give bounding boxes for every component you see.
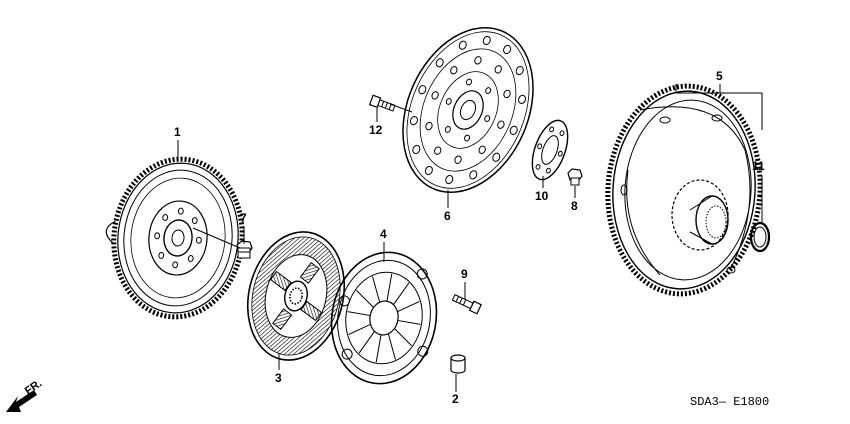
hole bbox=[445, 98, 452, 105]
hole bbox=[482, 35, 491, 46]
backing-plate[interactable] bbox=[525, 116, 574, 185]
drive-plate-bolt[interactable] bbox=[368, 94, 396, 113]
hole bbox=[154, 232, 161, 240]
hole bbox=[465, 78, 472, 86]
diaphragm-finger bbox=[347, 311, 371, 317]
hole bbox=[559, 130, 565, 137]
collar[interactable] bbox=[450, 354, 466, 374]
hole bbox=[485, 87, 492, 94]
hole bbox=[464, 134, 471, 142]
diaphragm-finger bbox=[355, 289, 374, 308]
diaphragm-finger bbox=[387, 333, 396, 360]
callout-5: 5 bbox=[716, 69, 723, 83]
diaphragm-finger bbox=[358, 330, 375, 354]
diaphragm-finger bbox=[372, 276, 381, 303]
hole bbox=[424, 165, 433, 176]
callout-11: 11 bbox=[752, 159, 765, 173]
callout-labels: 1 7 3 4 9 2 6 12 10 8 5 11 bbox=[174, 69, 765, 406]
hole bbox=[431, 91, 439, 100]
hole bbox=[454, 155, 462, 164]
leader-lines bbox=[177, 84, 763, 392]
diaphragm-finger bbox=[397, 319, 421, 325]
hole bbox=[445, 174, 454, 185]
hole bbox=[509, 125, 518, 135]
hole bbox=[484, 115, 491, 122]
hole bbox=[195, 236, 202, 244]
diagram-code: SDA3— E1800 bbox=[690, 395, 769, 409]
callout-9: 9 bbox=[461, 267, 468, 281]
callout-12: 12 bbox=[369, 123, 383, 137]
diaphragm-finger bbox=[393, 282, 410, 306]
hole bbox=[535, 163, 541, 170]
callout-4: 4 bbox=[380, 227, 387, 241]
hole bbox=[187, 255, 194, 263]
clutch-disc[interactable] bbox=[235, 222, 358, 371]
callout-6: 6 bbox=[444, 209, 451, 223]
hole bbox=[458, 40, 467, 50]
callout-1: 1 bbox=[174, 125, 181, 139]
hole bbox=[177, 207, 184, 215]
hole bbox=[503, 89, 511, 99]
hole bbox=[537, 143, 543, 150]
torque-converter[interactable] bbox=[601, 81, 767, 299]
flywheel[interactable] bbox=[98, 152, 250, 323]
damper-spring bbox=[272, 308, 293, 331]
hole bbox=[434, 146, 442, 155]
hole bbox=[191, 217, 198, 225]
hole bbox=[545, 167, 551, 174]
pressure-plate-bolt[interactable] bbox=[451, 293, 482, 315]
torque-converter-bolt[interactable] bbox=[567, 168, 583, 186]
callout-10: 10 bbox=[535, 189, 549, 203]
hole bbox=[469, 170, 478, 180]
hole bbox=[444, 126, 451, 133]
hole bbox=[515, 65, 524, 76]
flywheel-bolt[interactable] bbox=[236, 240, 253, 259]
hole bbox=[409, 116, 418, 126]
pressure-plate[interactable] bbox=[321, 244, 446, 392]
hole bbox=[494, 65, 502, 74]
hole bbox=[158, 251, 165, 259]
hole bbox=[557, 150, 563, 157]
diaphragm-finger bbox=[375, 334, 382, 363]
diaphragm-finger bbox=[386, 273, 393, 302]
hole bbox=[497, 120, 505, 129]
callout-8: 8 bbox=[571, 199, 578, 213]
o-ring[interactable] bbox=[749, 221, 771, 253]
hole bbox=[492, 152, 501, 162]
arrow-icon bbox=[6, 390, 37, 412]
damper-spring bbox=[299, 261, 320, 284]
hole bbox=[162, 213, 169, 221]
drive-plate[interactable] bbox=[378, 7, 558, 213]
hole bbox=[412, 144, 421, 155]
hole bbox=[425, 121, 433, 131]
hole bbox=[503, 44, 512, 55]
hole bbox=[549, 126, 555, 133]
diaphragm-finger bbox=[394, 328, 413, 347]
front-direction-arrow: FR. bbox=[6, 377, 44, 412]
hole bbox=[474, 56, 482, 65]
hole bbox=[418, 85, 427, 95]
hole bbox=[518, 94, 527, 104]
hole bbox=[172, 261, 179, 269]
direction-label: FR. bbox=[23, 377, 44, 397]
hole bbox=[478, 145, 486, 154]
callout-2: 2 bbox=[452, 392, 459, 406]
callout-7: 7 bbox=[240, 211, 247, 225]
hole bbox=[435, 58, 444, 68]
diaphragm-finger bbox=[348, 323, 371, 336]
callout-3: 3 bbox=[275, 371, 282, 385]
hole bbox=[450, 66, 458, 75]
diaphragm-finger bbox=[397, 300, 420, 313]
